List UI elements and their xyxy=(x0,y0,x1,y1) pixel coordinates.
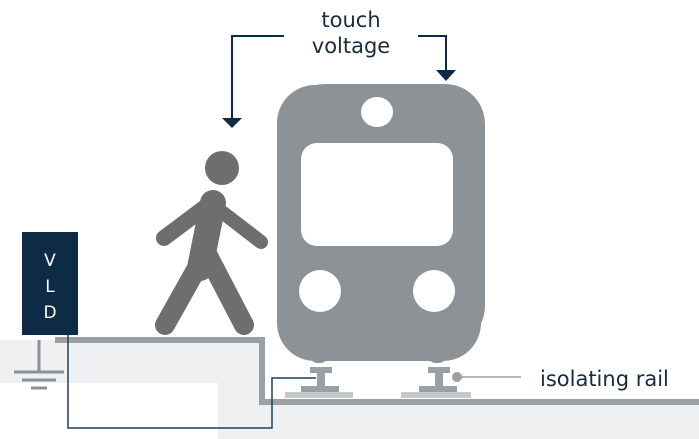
vld-letter-d: D xyxy=(43,303,56,323)
touch-voltage-label-line1: touch xyxy=(321,8,380,32)
person-icon xyxy=(155,151,268,335)
train-headlight-right xyxy=(413,270,455,312)
train-windshield xyxy=(301,143,453,246)
vld-letter-l: L xyxy=(45,277,55,297)
vld-box xyxy=(22,232,78,335)
platform-edge-line xyxy=(55,337,699,405)
touch-voltage-arrow-left xyxy=(222,35,284,128)
train-wheel-left xyxy=(309,330,329,363)
train-headlight-top xyxy=(361,97,393,127)
vld-wire xyxy=(67,332,316,429)
track-ground xyxy=(260,400,699,439)
isolating-rail-label: isolating rail xyxy=(540,367,669,391)
touch-voltage-label-line2: voltage xyxy=(312,34,390,58)
platform-inner-gap xyxy=(0,383,218,439)
rail-left xyxy=(285,367,353,398)
touch-voltage-arrow-right xyxy=(418,35,456,81)
train-headlight-left xyxy=(299,270,341,312)
ground-symbol-icon xyxy=(14,340,64,390)
arrow-down-icon xyxy=(222,118,242,128)
train-icon xyxy=(277,84,485,363)
train-wheel-right xyxy=(427,330,447,363)
rail-right xyxy=(401,367,471,398)
arrow-down-icon xyxy=(436,70,456,81)
vld-letter-v: V xyxy=(44,251,56,271)
